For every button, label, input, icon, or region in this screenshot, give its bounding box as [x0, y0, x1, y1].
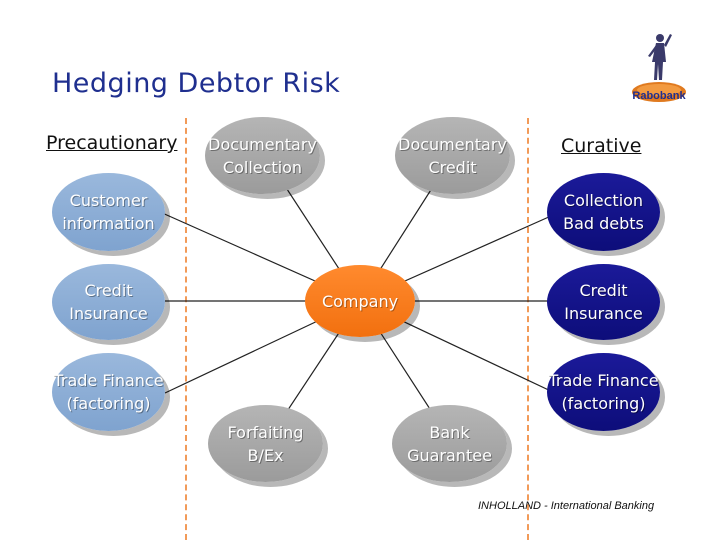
node-collection-bad-debts[interactable]: Collection Bad debts	[547, 173, 660, 251]
right-divider	[527, 118, 529, 540]
footer-text: INHOLLAND - International Banking	[478, 500, 655, 512]
left-divider	[185, 118, 187, 540]
node-customer-information[interactable]: Customer information	[52, 173, 165, 251]
node-credit-insurance-right[interactable]: Credit Insurance	[547, 264, 660, 340]
node-credit-insurance-left[interactable]: Credit Insurance	[52, 264, 165, 340]
node-documentary-collection[interactable]: Documentary Collection	[205, 117, 320, 194]
rabobank-logo-text: Rabobank	[632, 90, 686, 102]
rabobank-logo-icon	[632, 34, 686, 102]
heading-curative: Curative	[561, 135, 642, 157]
node-trade-finance-right[interactable]: Trade Finance (factoring)	[547, 353, 660, 431]
node-company[interactable]: Company	[305, 265, 415, 337]
node-documentary-credit[interactable]: Documentary Credit	[395, 117, 510, 194]
page-title: Hedging Debtor Risk	[52, 68, 341, 99]
node-bank-guarantee[interactable]: Bank Guarantee	[392, 405, 507, 482]
heading-precautionary: Precautionary	[46, 132, 178, 154]
node-forfaiting[interactable]: Forfaiting B/Ex	[208, 405, 323, 482]
node-trade-finance-left[interactable]: Trade Finance (factoring)	[52, 353, 165, 431]
